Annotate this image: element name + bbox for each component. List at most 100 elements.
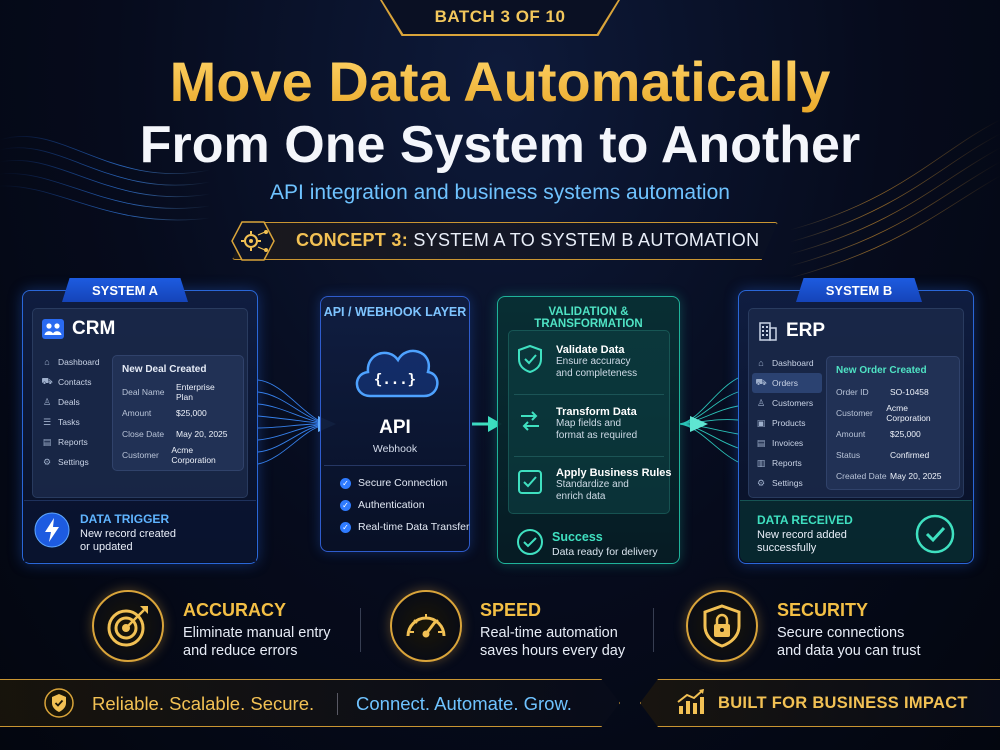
erp-nav-invoices[interactable]: ▤Invoices <box>756 437 804 449</box>
building-icon <box>759 322 777 341</box>
shield-badge-icon <box>44 688 74 723</box>
target-icon <box>92 590 164 662</box>
footer-left-gold: Reliable. Scalable. Secure. <box>92 693 315 714</box>
arrow-validation-b <box>690 416 708 432</box>
erp-nav-customers[interactable]: ♙Customers <box>756 397 814 409</box>
erp-nav-orders[interactable]: ⛟Orders <box>752 373 822 393</box>
validation-steps <box>508 330 670 514</box>
validation-step: Transform Data Map fields and format as … <box>516 406 637 442</box>
api-check-item: ✓Real-time Data Transfer <box>340 516 469 538</box>
growth-chart-icon <box>676 688 706 721</box>
success-title: Success <box>552 530 603 544</box>
shield-check-icon <box>518 344 542 374</box>
validation-divider <box>514 456 664 457</box>
crm-nav-reports[interactable]: ▤Reports <box>42 436 88 448</box>
received-desc-1: New record added <box>757 529 847 541</box>
title-line-1: Move Data Automatically <box>0 50 1000 114</box>
title-line-2: From One System to Another <box>139 116 861 174</box>
concept-label: SYSTEM A TO SYSTEM B AUTOMATION <box>413 230 760 250</box>
feature-accuracy-desc-2: and reduce errors <box>183 643 298 659</box>
erp-record-title: New Order Created <box>836 365 927 376</box>
system-a-tab: SYSTEM A <box>62 278 188 302</box>
crm-title: CRM <box>42 318 115 340</box>
system-b-tab: SYSTEM B <box>796 278 922 302</box>
concept-text: CONCEPT 3: SYSTEM A TO SYSTEM B AUTOMATI… <box>296 230 759 251</box>
gear-icon: ⚙ <box>42 456 52 467</box>
feature-divider <box>360 608 361 652</box>
erp-record-row: Amount$25,000 <box>836 428 921 439</box>
batch-label: BATCH 3 OF 10 <box>382 0 618 34</box>
erp-nav: ⌂Dashboard ⛟Orders ♙Customers ▣Products … <box>752 353 822 493</box>
success-check-icon <box>516 528 544 561</box>
tasks-icon: ☰ <box>42 416 52 427</box>
api-big: API <box>379 417 411 438</box>
trigger-title: DATA TRIGGER <box>80 512 170 526</box>
gear-circuit-icon <box>230 219 276 263</box>
erp-nav-products[interactable]: ▣Products <box>756 417 806 429</box>
rules-checklist-icon <box>518 470 542 494</box>
crm-nav: ⌂Dashboard ⛟Contacts ♙Deals ☰Tasks ▤Repo… <box>41 352 112 472</box>
api-check-list: ✓Secure Connection ✓Authentication ✓Real… <box>340 472 469 538</box>
received-desc-2: successfully <box>757 542 817 554</box>
footer-right-text: BUILT FOR BUSINESS IMPACT <box>718 694 968 712</box>
check-icon: ✓ <box>340 499 351 511</box>
validation-step: Validate Data Ensure accuracy and comple… <box>516 344 637 380</box>
crm-nav-settings[interactable]: ⚙Settings <box>42 456 89 468</box>
home-icon: ⌂ <box>44 357 50 367</box>
footer-left-banner <box>0 679 620 727</box>
crm-nav-dashboard[interactable]: ⌂Dashboard <box>42 352 112 372</box>
crm-name: CRM <box>72 318 116 339</box>
check-icon: ✓ <box>340 521 351 533</box>
cloud-icon: {...} <box>348 334 442 411</box>
footer-right-banner <box>640 679 1000 727</box>
feature-security-desc-1: Secure connections <box>777 625 905 641</box>
feature-security-desc-2: and data you can trust <box>777 643 921 659</box>
speedometer-icon <box>390 590 462 662</box>
erp-nav-dashboard[interactable]: ⌂Dashboard <box>752 353 822 373</box>
erp-nav-settings[interactable]: ⚙Settings <box>756 477 803 489</box>
trigger-desc-2: or updated <box>80 541 133 553</box>
validation-head: VALIDATION & TRANSFORMATION <box>534 306 643 330</box>
received-title: DATA RECEIVED <box>757 513 853 527</box>
lightning-icon <box>34 512 70 553</box>
feature-speed-desc-1: Real-time automation <box>480 625 618 641</box>
users-icon: ♙ <box>756 397 766 408</box>
crm-nav-deals[interactable]: ♙Deals <box>42 396 80 408</box>
feature-accuracy-desc-1: Eliminate manual entry <box>183 625 331 641</box>
api-divider <box>324 465 466 466</box>
check-icon: ✓ <box>340 477 351 489</box>
cart-icon: ⛟ <box>755 377 767 387</box>
feature-accuracy-title: ACCURACY <box>183 600 286 620</box>
validation-divider <box>514 394 664 395</box>
feature-security-title: SECURITY <box>777 600 869 620</box>
users-icon: ♙ <box>42 396 52 407</box>
batch-tag: BATCH 3 OF 10 <box>380 0 620 36</box>
erp-nav-reports[interactable]: ▥Reports <box>756 457 802 469</box>
shield-lock-icon <box>686 590 758 662</box>
report-icon: ▥ <box>756 457 766 468</box>
footer-left-blue: Connect. Automate. Grow. <box>356 693 572 714</box>
cart-icon: ⛟ <box>41 376 53 386</box>
received-check-icon <box>915 514 955 559</box>
crm-nav-tasks[interactable]: ☰Tasks <box>42 416 80 428</box>
trigger-desc-1: New record created <box>80 528 176 540</box>
concept-bar <box>232 222 778 260</box>
transform-arrows-icon <box>521 411 539 431</box>
subtitle: API integration and business systems aut… <box>270 181 730 204</box>
concept-prefix: CONCEPT 3: <box>296 230 409 250</box>
validation-step: Apply Business Rules Standardize and enr… <box>516 467 672 503</box>
crm-nav-contacts[interactable]: ⛟Contacts <box>41 376 92 387</box>
crm-record-title: New Deal Created <box>122 364 207 375</box>
gear-icon: ⚙ <box>756 477 766 488</box>
invoice-icon: ▤ <box>756 437 766 448</box>
erp-name: ERP <box>786 320 826 341</box>
feature-speed-desc-2: saves hours every day <box>480 643 626 659</box>
api-check-item: ✓Secure Connection <box>340 472 469 494</box>
